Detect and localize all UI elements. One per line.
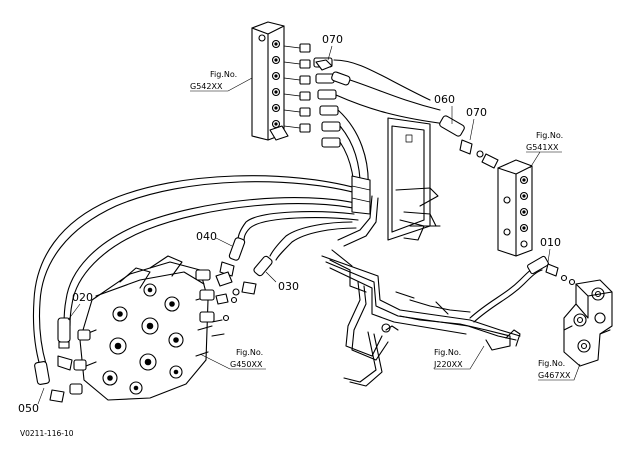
callout-050: 050	[18, 402, 39, 415]
drawing-code: V0211-116-10	[20, 429, 74, 438]
fig-ref-j220-prefix: Fig.No.	[434, 348, 461, 357]
fig-ref-g541-prefix: Fig.No.	[536, 131, 563, 140]
callout-010: 010	[540, 236, 561, 249]
hose-loops-left	[32, 175, 371, 367]
callout-030: 030	[278, 280, 299, 293]
callout-060: 060	[434, 93, 455, 106]
control-valve-body	[69, 255, 238, 401]
hose-fittings-top	[283, 43, 447, 213]
hose-end-030	[232, 255, 273, 296]
hose-end-050	[34, 361, 65, 403]
figure-references: Fig.No. G542XX Fig.No. G541XX Fig.No. G4…	[190, 70, 581, 381]
fig-ref-j220-code: J220XX	[433, 360, 463, 369]
valve-assembly-right	[563, 279, 613, 367]
manifold-block-right	[497, 159, 533, 257]
fig-ref-g467-code: G467XX	[538, 371, 571, 380]
fitting-010	[527, 255, 576, 286]
manifold-block-top	[251, 21, 289, 141]
hose-end-040	[219, 237, 246, 277]
fig-ref-g450-prefix: Fig.No.	[236, 348, 263, 357]
hose-end-020	[57, 317, 73, 371]
callout-020: 020	[72, 291, 93, 304]
callout-040: 040	[196, 230, 217, 243]
callouts: 070 060 070 010 040 030 020 050	[18, 33, 561, 415]
callout-070-top: 070	[322, 33, 343, 46]
callout-070-right: 070	[466, 106, 487, 119]
mounting-bracket	[387, 117, 441, 241]
fig-ref-g542-code: G542XX	[190, 82, 223, 91]
tube-assembly	[321, 195, 543, 387]
fig-ref-g450-code: G450XX	[230, 360, 263, 369]
fig-ref-g542-prefix: Fig.No.	[210, 70, 237, 79]
hose-end-060	[439, 115, 499, 169]
fig-ref-g467-prefix: Fig.No.	[538, 359, 565, 368]
fig-ref-g541-code: G541XX	[526, 143, 559, 152]
